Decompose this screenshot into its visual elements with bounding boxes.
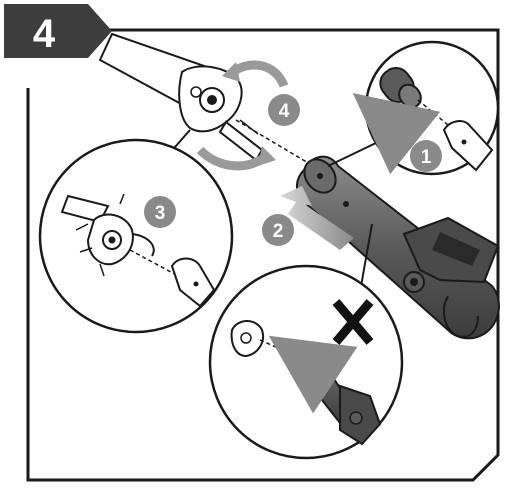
step-number: 4 bbox=[33, 12, 56, 56]
callout-2: 2 bbox=[262, 214, 294, 246]
callout-1: 1 bbox=[410, 140, 442, 172]
callout-4: 4 bbox=[268, 94, 300, 126]
step-badge: 4 bbox=[4, 4, 112, 58]
callout-3: 3 bbox=[144, 196, 176, 228]
callout-3-label: 3 bbox=[155, 203, 166, 224]
callout-1-label: 1 bbox=[421, 147, 432, 168]
callout-2-label: 2 bbox=[273, 221, 284, 242]
upper-clamp bbox=[179, 66, 262, 160]
callout-4-label: 4 bbox=[279, 101, 290, 122]
detail-circle-3 bbox=[40, 130, 232, 332]
